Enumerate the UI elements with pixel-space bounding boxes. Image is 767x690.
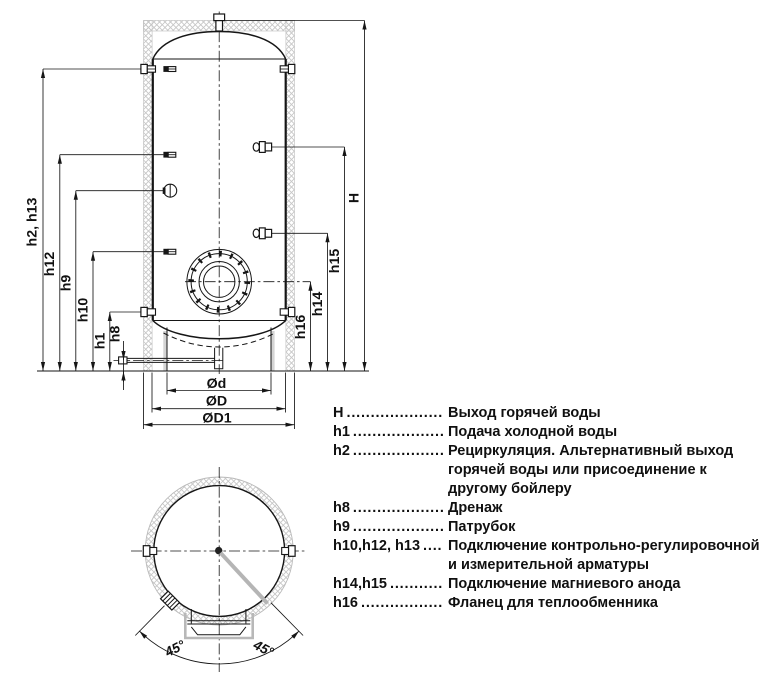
front-socket-h12	[163, 151, 177, 158]
legend-key: h8	[333, 500, 350, 516]
legend-row-h16: h16.....................................…	[333, 594, 765, 613]
legend-leader: ........................................…	[352, 424, 443, 440]
angle-label-left: 45°	[162, 637, 188, 660]
legend-key: h1	[333, 424, 350, 440]
legend-desc: Фланец для теплообменника	[448, 595, 658, 611]
nozzle-h9	[162, 183, 178, 198]
center-hub	[215, 546, 223, 555]
legend-leader: ........................................…	[423, 538, 443, 554]
legend-desc: Патрубок	[448, 519, 516, 535]
legend-leader: ........................................…	[346, 405, 443, 421]
front-view: h2, h13 h12 h9 h10 h1 h8 H h15 h14 h16 Ø…	[25, 11, 369, 429]
legend-row-h10-h12-h13: h10,h12, h13............................…	[333, 537, 765, 575]
dim-label-h15: h15	[327, 249, 343, 274]
legend-key: h9	[333, 519, 350, 535]
upper-side-fitting-right	[279, 63, 296, 75]
angle-dimension-45deg	[134, 602, 304, 665]
legend-key: H	[333, 405, 344, 421]
legend-leader: ........................................…	[390, 576, 443, 592]
legend-desc: Подача холодной воды	[448, 424, 618, 440]
legend-desc: Подключение магниевого анода	[448, 576, 681, 592]
dim-label-h16: h16	[293, 315, 309, 340]
dim-label-h10: h10	[76, 298, 92, 323]
side-fitting-left-bottomview	[142, 545, 158, 557]
angle-label-right: 45°	[250, 637, 276, 660]
front-socket-top	[163, 66, 177, 73]
legend-row-h14-h15: h14,h15.................................…	[333, 575, 765, 594]
legend: H.......................................…	[333, 404, 765, 613]
anode-fitting-h15	[252, 141, 273, 154]
tank-shell	[151, 30, 287, 371]
side-fitting-right-bottomview	[281, 545, 296, 557]
lower-side-fitting-right	[279, 306, 296, 318]
dim-label-h1: h1	[93, 333, 109, 350]
diameter-dimensions	[143, 372, 295, 429]
anode-rod-45deg	[219, 551, 269, 605]
legend-row-h9: h9......................................…	[333, 518, 765, 537]
dim-label-h14: h14	[310, 292, 326, 317]
legend-leader: ........................................…	[352, 519, 443, 535]
legend-row-h8: h8......................................…	[333, 499, 765, 518]
bottom-view: 45° 45°	[131, 467, 306, 672]
dim-label-h2-h13: h2, h13	[25, 197, 41, 246]
front-socket-h10	[163, 248, 177, 255]
legend-leader: ........................................…	[361, 595, 443, 611]
drain-pipe	[113, 347, 224, 370]
legend-key: h14,h15	[333, 576, 387, 592]
dim-label-dia-d: Ød	[207, 376, 227, 392]
legend-row-h1: h1......................................…	[333, 423, 765, 442]
dim-label-dia-D: ØD	[206, 394, 227, 410]
dimension-lines-right	[224, 20, 367, 371]
dim-label-H: H	[347, 193, 363, 203]
dim-label-h8: h8	[108, 326, 124, 343]
legend-desc: Выход горячей воды	[448, 405, 601, 421]
legend-key: h2	[333, 443, 350, 459]
legend-leader: ........................................…	[352, 500, 443, 516]
legend-row-h2: h2......................................…	[333, 442, 765, 499]
legend-desc: Подключение контрольно-регулировочной и …	[448, 538, 760, 573]
dim-label-h12: h12	[42, 252, 58, 277]
dimension-lines-left	[40, 68, 164, 390]
dim-label-dia-D1: ØD1	[202, 410, 231, 426]
lower-side-fitting-left	[140, 306, 157, 318]
legend-leader: ........................................…	[352, 443, 443, 459]
top-outlet-fitting	[213, 13, 226, 32]
anode-fitting-h14	[252, 227, 273, 240]
legend-key: h16	[333, 595, 358, 611]
legend-desc: Дренаж	[448, 500, 503, 516]
legend-row-H: H.......................................…	[333, 404, 765, 423]
dim-label-h9: h9	[59, 275, 75, 292]
hatched-connection-45deg	[159, 590, 181, 611]
upper-side-fitting-left	[140, 63, 157, 75]
legend-key: h10,h12, h13	[333, 538, 421, 554]
legend-desc: Рециркуляция. Альтернативный выход горяч…	[448, 443, 734, 497]
